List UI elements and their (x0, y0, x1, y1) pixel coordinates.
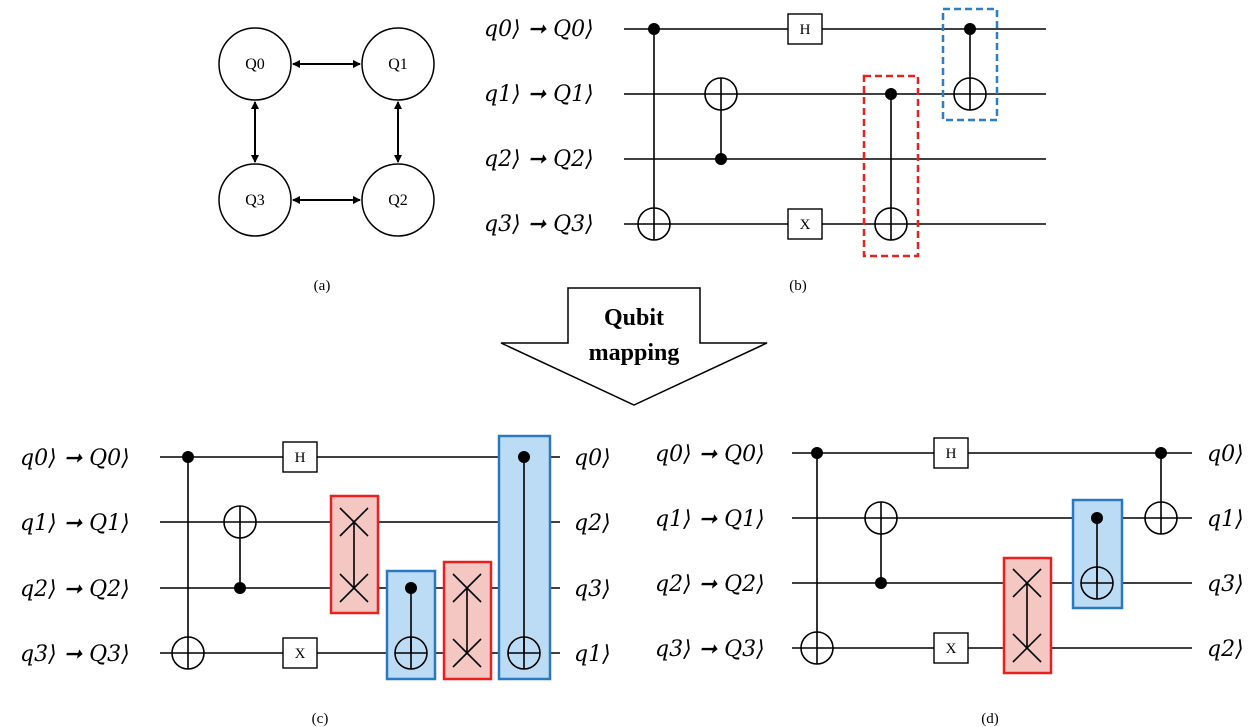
h-gate-b (787, 13, 823, 45)
x-gate-c (282, 637, 318, 669)
panel-b-label-q1: q1⟩ ➞ Q1⟩ (484, 82, 594, 107)
h-gate-d-label: H (946, 446, 957, 462)
h-gate-d (933, 437, 969, 469)
node-q1-label: Q1 (388, 56, 408, 73)
swap-d-q2-q3 (1002, 556, 1053, 675)
caption-d: (d) (981, 711, 999, 727)
cnot-b-q0-q1 (941, 7, 999, 122)
cnot-b-q0-q3 (637, 23, 671, 241)
node-q3-label: Q3 (245, 192, 265, 209)
mapping-arrow-line2: mapping (589, 340, 680, 366)
panel-d-label-q3: q3⟩ ➞ Q3⟩ (655, 637, 765, 662)
panel-c-circuit: q0⟩ ➞ Q0⟩ q1⟩ ➞ Q1⟩ q2⟩ ➞ Q2⟩ q3⟩ ➞ Q3⟩ … (20, 434, 611, 727)
swap-c-q1-q2 (329, 494, 380, 615)
node-q2 (361, 163, 435, 237)
cnot-c-q2-q3 (385, 569, 437, 681)
panel-c-label-q2: q2⟩ ➞ Q2⟩ (20, 577, 130, 602)
panel-d-out-1: q1⟩ (1207, 507, 1244, 532)
node-q0-label: Q0 (245, 56, 265, 73)
caption-a: (a) (314, 278, 331, 294)
swap-c-q2-q3 (442, 560, 493, 681)
caption-c: (c) (312, 711, 329, 727)
node-q2-label: Q2 (388, 192, 408, 209)
qubit-mapping-arrow: Qubit mapping (500, 287, 768, 406)
cnot-c-q0-q3 (171, 451, 205, 670)
panel-d-label-q2: q2⟩ ➞ Q2⟩ (655, 572, 765, 597)
panel-d-out-0: q0⟩ (1207, 442, 1244, 467)
panel-d-out-3: q2⟩ (1207, 637, 1244, 662)
red-dashed-box (862, 74, 920, 258)
h-gate-b-label: H (800, 22, 811, 38)
h-gate-c (282, 441, 318, 473)
panel-a-coupling-graph: Q0 Q1 Q2 Q3 (a) (218, 27, 435, 294)
node-q3 (218, 163, 292, 237)
h-gate-c-label: H (295, 450, 306, 466)
x-gate-d-label: X (946, 641, 957, 657)
panel-c-label-q1: q1⟩ ➞ Q1⟩ (20, 511, 130, 536)
panel-d-label-q1: q1⟩ ➞ Q1⟩ (655, 507, 765, 532)
cnot-c-q2-q1 (223, 505, 257, 594)
blue-dashed-box (941, 7, 999, 122)
panel-c-out-0: q0⟩ (574, 446, 611, 471)
panel-c-out-1: q2⟩ (574, 511, 611, 536)
panel-c-out-3: q1⟩ (574, 642, 611, 667)
cnot-c-q0-q3-final (497, 434, 552, 681)
panel-b-label-q2: q2⟩ ➞ Q2⟩ (484, 147, 594, 172)
panel-d-out-2: q3⟩ (1207, 572, 1244, 597)
cnot-d-q0-q3 (800, 447, 834, 665)
node-q0 (218, 27, 292, 101)
x-gate-d (933, 632, 969, 664)
panel-b-label-q0: q0⟩ ➞ Q0⟩ (484, 17, 594, 42)
cnot-d-q0-q1 (1144, 447, 1178, 535)
panel-d-circuit: q0⟩ ➞ Q0⟩ q1⟩ ➞ Q1⟩ q2⟩ ➞ Q2⟩ q3⟩ ➞ Q3⟩ … (655, 437, 1244, 727)
panel-c-label-q3: q3⟩ ➞ Q3⟩ (20, 642, 130, 667)
cnot-d-q1-q2 (1071, 498, 1124, 610)
node-q1 (361, 27, 435, 101)
panel-c-out-2: q3⟩ (574, 577, 611, 602)
panel-c-label-q0: q0⟩ ➞ Q0⟩ (20, 446, 130, 471)
panel-b-circuit: q0⟩ ➞ Q0⟩ q1⟩ ➞ Q1⟩ q2⟩ ➞ Q2⟩ q3⟩ ➞ Q3⟩ … (484, 7, 1046, 294)
panel-d-label-q0: q0⟩ ➞ Q0⟩ (655, 442, 765, 467)
cnot-b-q2-q1 (704, 77, 738, 165)
cnot-d-q2-q1 (864, 501, 898, 589)
cnot-b-q1-q3 (862, 74, 920, 258)
x-gate-b (787, 208, 823, 240)
mapping-arrow-line1: Qubit (604, 305, 664, 331)
x-gate-b-label: X (800, 217, 811, 233)
caption-b: (b) (789, 278, 807, 294)
panel-b-label-q3: q3⟩ ➞ Q3⟩ (484, 212, 594, 237)
x-gate-c-label: X (295, 646, 306, 662)
